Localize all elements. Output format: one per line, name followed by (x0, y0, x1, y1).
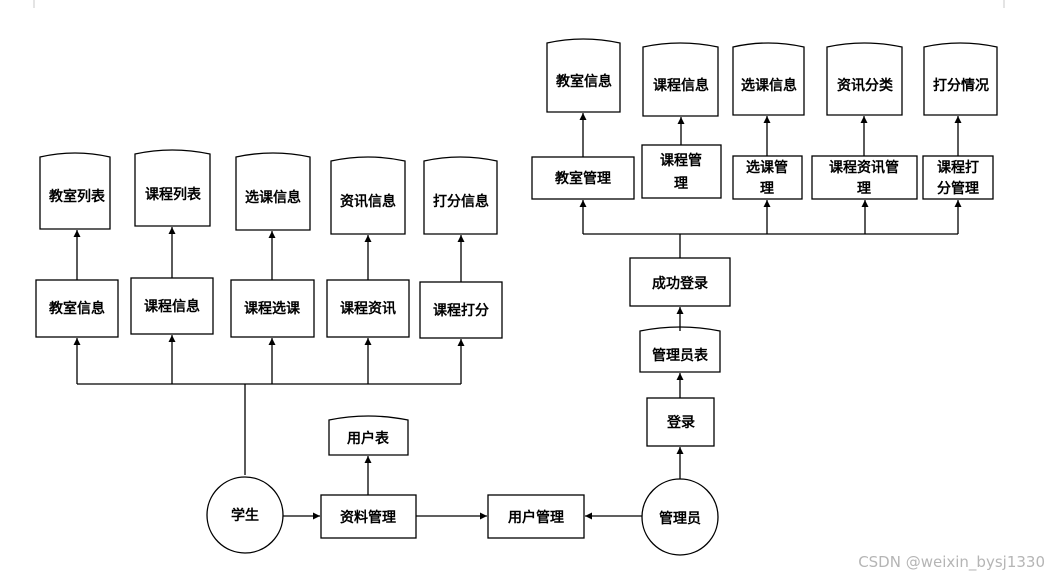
student-doc-4: 打分信息 (423, 156, 498, 235)
student-func-label: 课程信息 (144, 298, 200, 315)
admin-func-label: 课程打 (937, 159, 979, 176)
admin-func-label: 课程管 (660, 152, 702, 169)
student-func-3: 课程资讯 (326, 279, 410, 338)
student-func-4: 课程打分 (419, 281, 503, 339)
admin-func-2: 选课管 理 (732, 155, 803, 200)
student-node-label: 学生 (231, 507, 259, 524)
student-func-label: 课程打分 (433, 302, 489, 319)
admin-table-doc: 管理员表 (639, 326, 721, 373)
admin-doc-label: 选课信息 (741, 77, 797, 94)
admin-func-0: 教室管理 (531, 156, 635, 200)
admin-func-1: 课程管 理 (641, 144, 722, 199)
admin-func-label: 理 (674, 176, 688, 192)
admin-table-label: 管理员表 (652, 347, 709, 364)
user-management-node: 用户管理 (487, 494, 585, 539)
student-doc-2: 选课信息 (235, 152, 311, 231)
student-doc-label: 课程列表 (145, 186, 202, 203)
admin-func-label: 课程资讯管 (829, 159, 899, 176)
admin-func-4: 课程打 分管理 (922, 155, 994, 200)
student-doc-3: 资讯信息 (330, 156, 406, 235)
student-func-1: 课程信息 (130, 277, 214, 335)
admin-func-label: 选课管 (746, 159, 788, 176)
admin-doc-1: 课程信息 (642, 42, 719, 117)
student-doc-0: 教室列表 (39, 152, 111, 230)
admin-doc-label: 打分情况 (933, 77, 989, 94)
student-doc-label: 选课信息 (245, 189, 301, 206)
student-doc-label: 打分信息 (433, 193, 489, 210)
student-branch: 教室列表 课程列表 选课信息 资讯信息 打分信息 教室信息 课程信息 (35, 149, 503, 475)
user-table-label: 用户表 (347, 430, 390, 447)
student-func-2: 课程选课 (230, 279, 315, 338)
student-func-label: 课程资讯 (340, 300, 396, 317)
admin-doc-0: 教室信息 (546, 38, 621, 113)
user-table-doc: 用户表 (328, 415, 409, 456)
user-management-label: 用户管理 (508, 509, 564, 526)
admin-doc-2: 选课信息 (732, 42, 805, 116)
profile-management-label: 资料管理 (340, 509, 396, 526)
admin-doc-label: 课程信息 (653, 77, 709, 94)
student-func-label: 课程选课 (244, 300, 301, 317)
login-label: 登录 (666, 414, 695, 431)
student-node: 学生 (206, 476, 284, 554)
profile-management-node: 资料管理 (320, 494, 417, 539)
admin-func-3: 课程资讯管 理 (811, 155, 918, 200)
login-success-node: 成功登录 (629, 257, 731, 307)
login-success-label: 成功登录 (652, 275, 708, 292)
student-doc-label: 资讯信息 (340, 193, 396, 210)
admin-node: 管理员 (641, 478, 719, 556)
student-doc-label: 教室列表 (49, 188, 106, 205)
student-func-0: 教室信息 (35, 279, 119, 338)
admin-doc-label: 教室信息 (556, 73, 612, 90)
login-node: 登录 (646, 397, 715, 447)
admin-doc-3: 资讯分类 (826, 42, 903, 116)
admin-node-label: 管理员 (659, 510, 701, 527)
admin-func-label: 分管理 (937, 180, 979, 197)
student-func-label: 教室信息 (49, 300, 105, 317)
admin-func-label: 理 (857, 181, 871, 197)
admin-doc-4: 打分情况 (923, 42, 998, 116)
admin-func-label: 教室管理 (555, 170, 611, 187)
student-doc-1: 课程列表 (134, 149, 211, 227)
admin-doc-label: 资讯分类 (837, 77, 894, 94)
watermark: CSDN @weixin_bysj1330 (858, 553, 1045, 572)
admin-func-label: 理 (760, 181, 774, 197)
